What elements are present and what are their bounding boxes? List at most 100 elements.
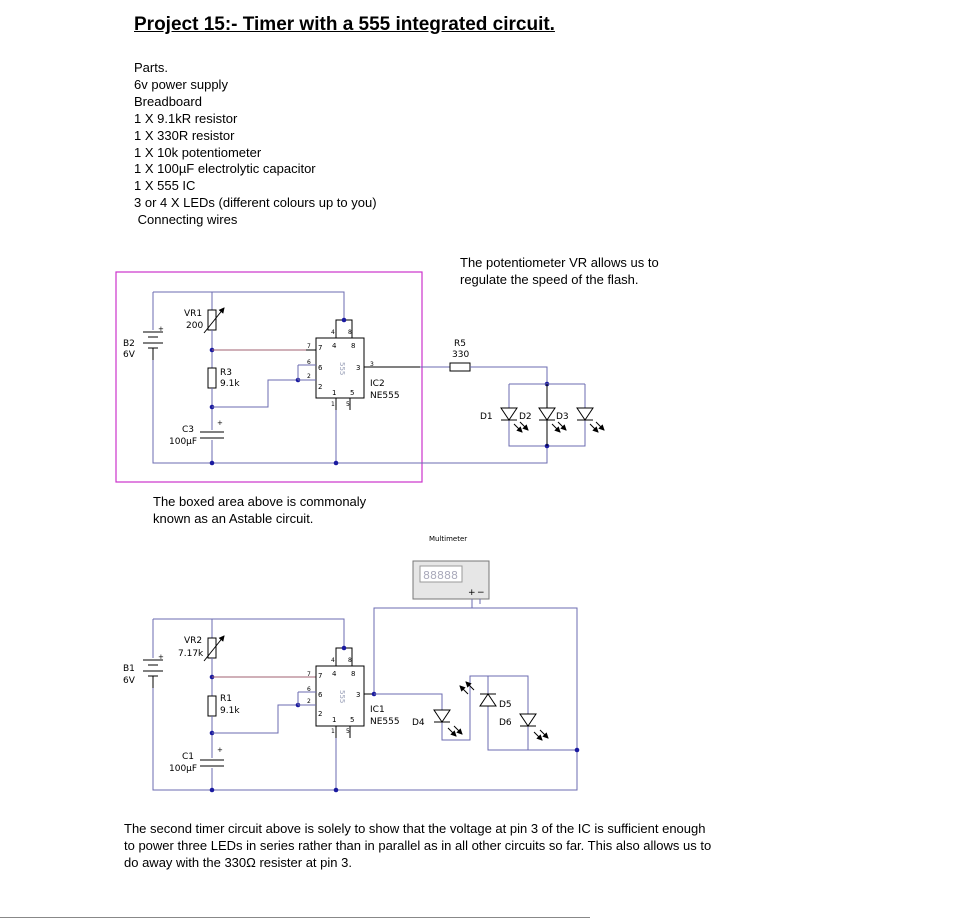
pin-8: 8 [351, 670, 355, 678]
pin-6: 6 [318, 691, 323, 699]
note-line: to power three LEDs in series rather tha… [124, 838, 712, 853]
pin-5: 5 [350, 716, 354, 724]
pin-2-outer: 2 [307, 373, 311, 380]
parts-item: 6v power supply [134, 76, 228, 92]
led-label: D3 [556, 412, 569, 422]
led-label: D1 [480, 412, 493, 422]
resistor-value: 9.1k [220, 706, 240, 716]
led-label: D5 [499, 700, 512, 710]
capacitor-c3: + C3 100µF [169, 419, 224, 447]
note-line: The boxed area above is commonaly [153, 494, 367, 509]
pot-name: VR2 [184, 636, 202, 646]
multimeter: 88888 + − [412, 560, 490, 600]
multimeter-display: 88888 [423, 569, 458, 582]
parts-item: 1 X 330R resistor [134, 127, 235, 143]
astable-box [115, 271, 423, 483]
pin-5-outer: 5 [346, 728, 350, 735]
ic-name: IC2 [370, 379, 385, 389]
pot-value: 7.17k [178, 649, 204, 659]
series-leds-note: The second timer circuit above is solely… [124, 820, 711, 871]
pin-6-outer: 6 [307, 686, 311, 693]
pin-7-outer: 7 [307, 671, 311, 678]
resistor-r5: R5 330 [449, 339, 471, 372]
multimeter-minus: − [477, 588, 485, 598]
note-line: known as an Astable circuit. [153, 511, 314, 526]
note-line: do away with the 330Ω resister at pin 3. [124, 855, 352, 870]
potentiometer-vr1: VR1 200 [184, 307, 225, 334]
series-led-circuit-2: Multimeter 88888 + − + B1 6V [123, 535, 580, 793]
pin-1: 1 [332, 716, 336, 724]
battery-value: 6V [123, 676, 136, 686]
ic-body-label: 555 [338, 690, 346, 703]
pin-6: 6 [318, 364, 323, 372]
pin-3: 3 [356, 364, 360, 372]
pin-1-outer: 1 [331, 728, 335, 735]
pin-7: 7 [318, 672, 322, 680]
pin-1: 1 [332, 389, 336, 397]
resistor-name: R3 [220, 368, 232, 378]
ic-555-ic1: 555 4 8 7 6 2 1 5 3 4 8 7 6 2 1 5 IC1 NE… [297, 645, 400, 793]
resistor-name: R1 [220, 694, 232, 704]
battery-b2: + B2 6V [123, 325, 164, 360]
multimeter-plus: + [468, 588, 476, 598]
resistor-name: R5 [454, 339, 466, 349]
parts-item: Connecting wires [134, 212, 238, 228]
pin-1-outer: 1 [331, 401, 335, 408]
page-title: Project 15:- Timer with a 555 integrated… [134, 14, 555, 35]
ic-body-label: 555 [338, 362, 346, 375]
resistor-value: 330 [452, 350, 469, 360]
pin-2-outer: 2 [307, 698, 311, 705]
parts-item: 1 X 100µF electrolytic capacitor [134, 161, 316, 177]
pot-value: 200 [186, 321, 203, 331]
led-label: D2 [519, 412, 532, 422]
multimeter-label: Multimeter [429, 535, 467, 543]
parts-item: Breadboard [134, 93, 202, 109]
battery-plus: + [158, 653, 164, 661]
pin-4: 4 [332, 670, 337, 678]
pin-6-outer: 6 [307, 359, 311, 366]
note-line: The potentiometer VR allows us to [460, 255, 659, 270]
battery-name: B1 [123, 664, 135, 674]
pin-2: 2 [318, 710, 322, 718]
capacitor-name: C1 [182, 752, 194, 762]
pin-5-outer: 5 [346, 401, 350, 408]
capacitor-plus: + [217, 746, 223, 754]
page-divider [0, 917, 590, 918]
potentiometer-note: The potentiometer VR allows us to regula… [460, 254, 659, 288]
ic-type: NE555 [370, 717, 400, 727]
ic-555-ic2: 555 4 8 7 6 2 1 5 3 4 8 7 6 2 1 5 3 IC2 … [297, 317, 420, 466]
pin-3: 3 [356, 691, 360, 699]
parts-item: 1 X 555 IC [134, 178, 196, 194]
pin-4: 4 [332, 342, 337, 350]
pin-4-outer: 4 [331, 657, 335, 664]
note-line: The second timer circuit above is solely… [124, 821, 706, 836]
pin-5: 5 [350, 389, 354, 397]
pin-7-outer: 7 [307, 343, 311, 350]
potentiometer-vr2: VR2 7.17k [178, 635, 225, 662]
pin-8: 8 [351, 342, 355, 350]
pin-7: 7 [318, 344, 322, 352]
parts-list: Parts. 6v power supply Breadboard 1 X 9.… [134, 60, 377, 229]
resistor-value: 9.1k [220, 379, 240, 389]
led-d1: D1 [480, 407, 529, 433]
led-d2: D2 [519, 384, 567, 446]
capacitor-name: C3 [182, 425, 194, 435]
resistor-r3: R3 9.1k [207, 367, 240, 389]
battery-value: 6V [123, 350, 136, 360]
resistor-r1: R1 9.1k [207, 694, 240, 717]
capacitor-value: 100µF [169, 437, 197, 447]
parts-heading: Parts. [134, 60, 168, 75]
battery-plus: + [158, 325, 164, 333]
capacitor-plus: + [217, 419, 223, 427]
capacitor-c1: + C1 100µF [169, 746, 224, 774]
led-d3: D3 [556, 407, 605, 433]
ic-type: NE555 [370, 391, 400, 401]
ic-name: IC1 [370, 705, 385, 715]
capacitor-value: 100µF [169, 764, 197, 774]
pot-name: VR1 [184, 309, 202, 319]
pin-8-outer: 8 [348, 657, 352, 664]
pin-4-outer: 4 [331, 329, 335, 336]
led-label: D4 [412, 718, 425, 728]
led-d4: D4 [412, 709, 463, 737]
